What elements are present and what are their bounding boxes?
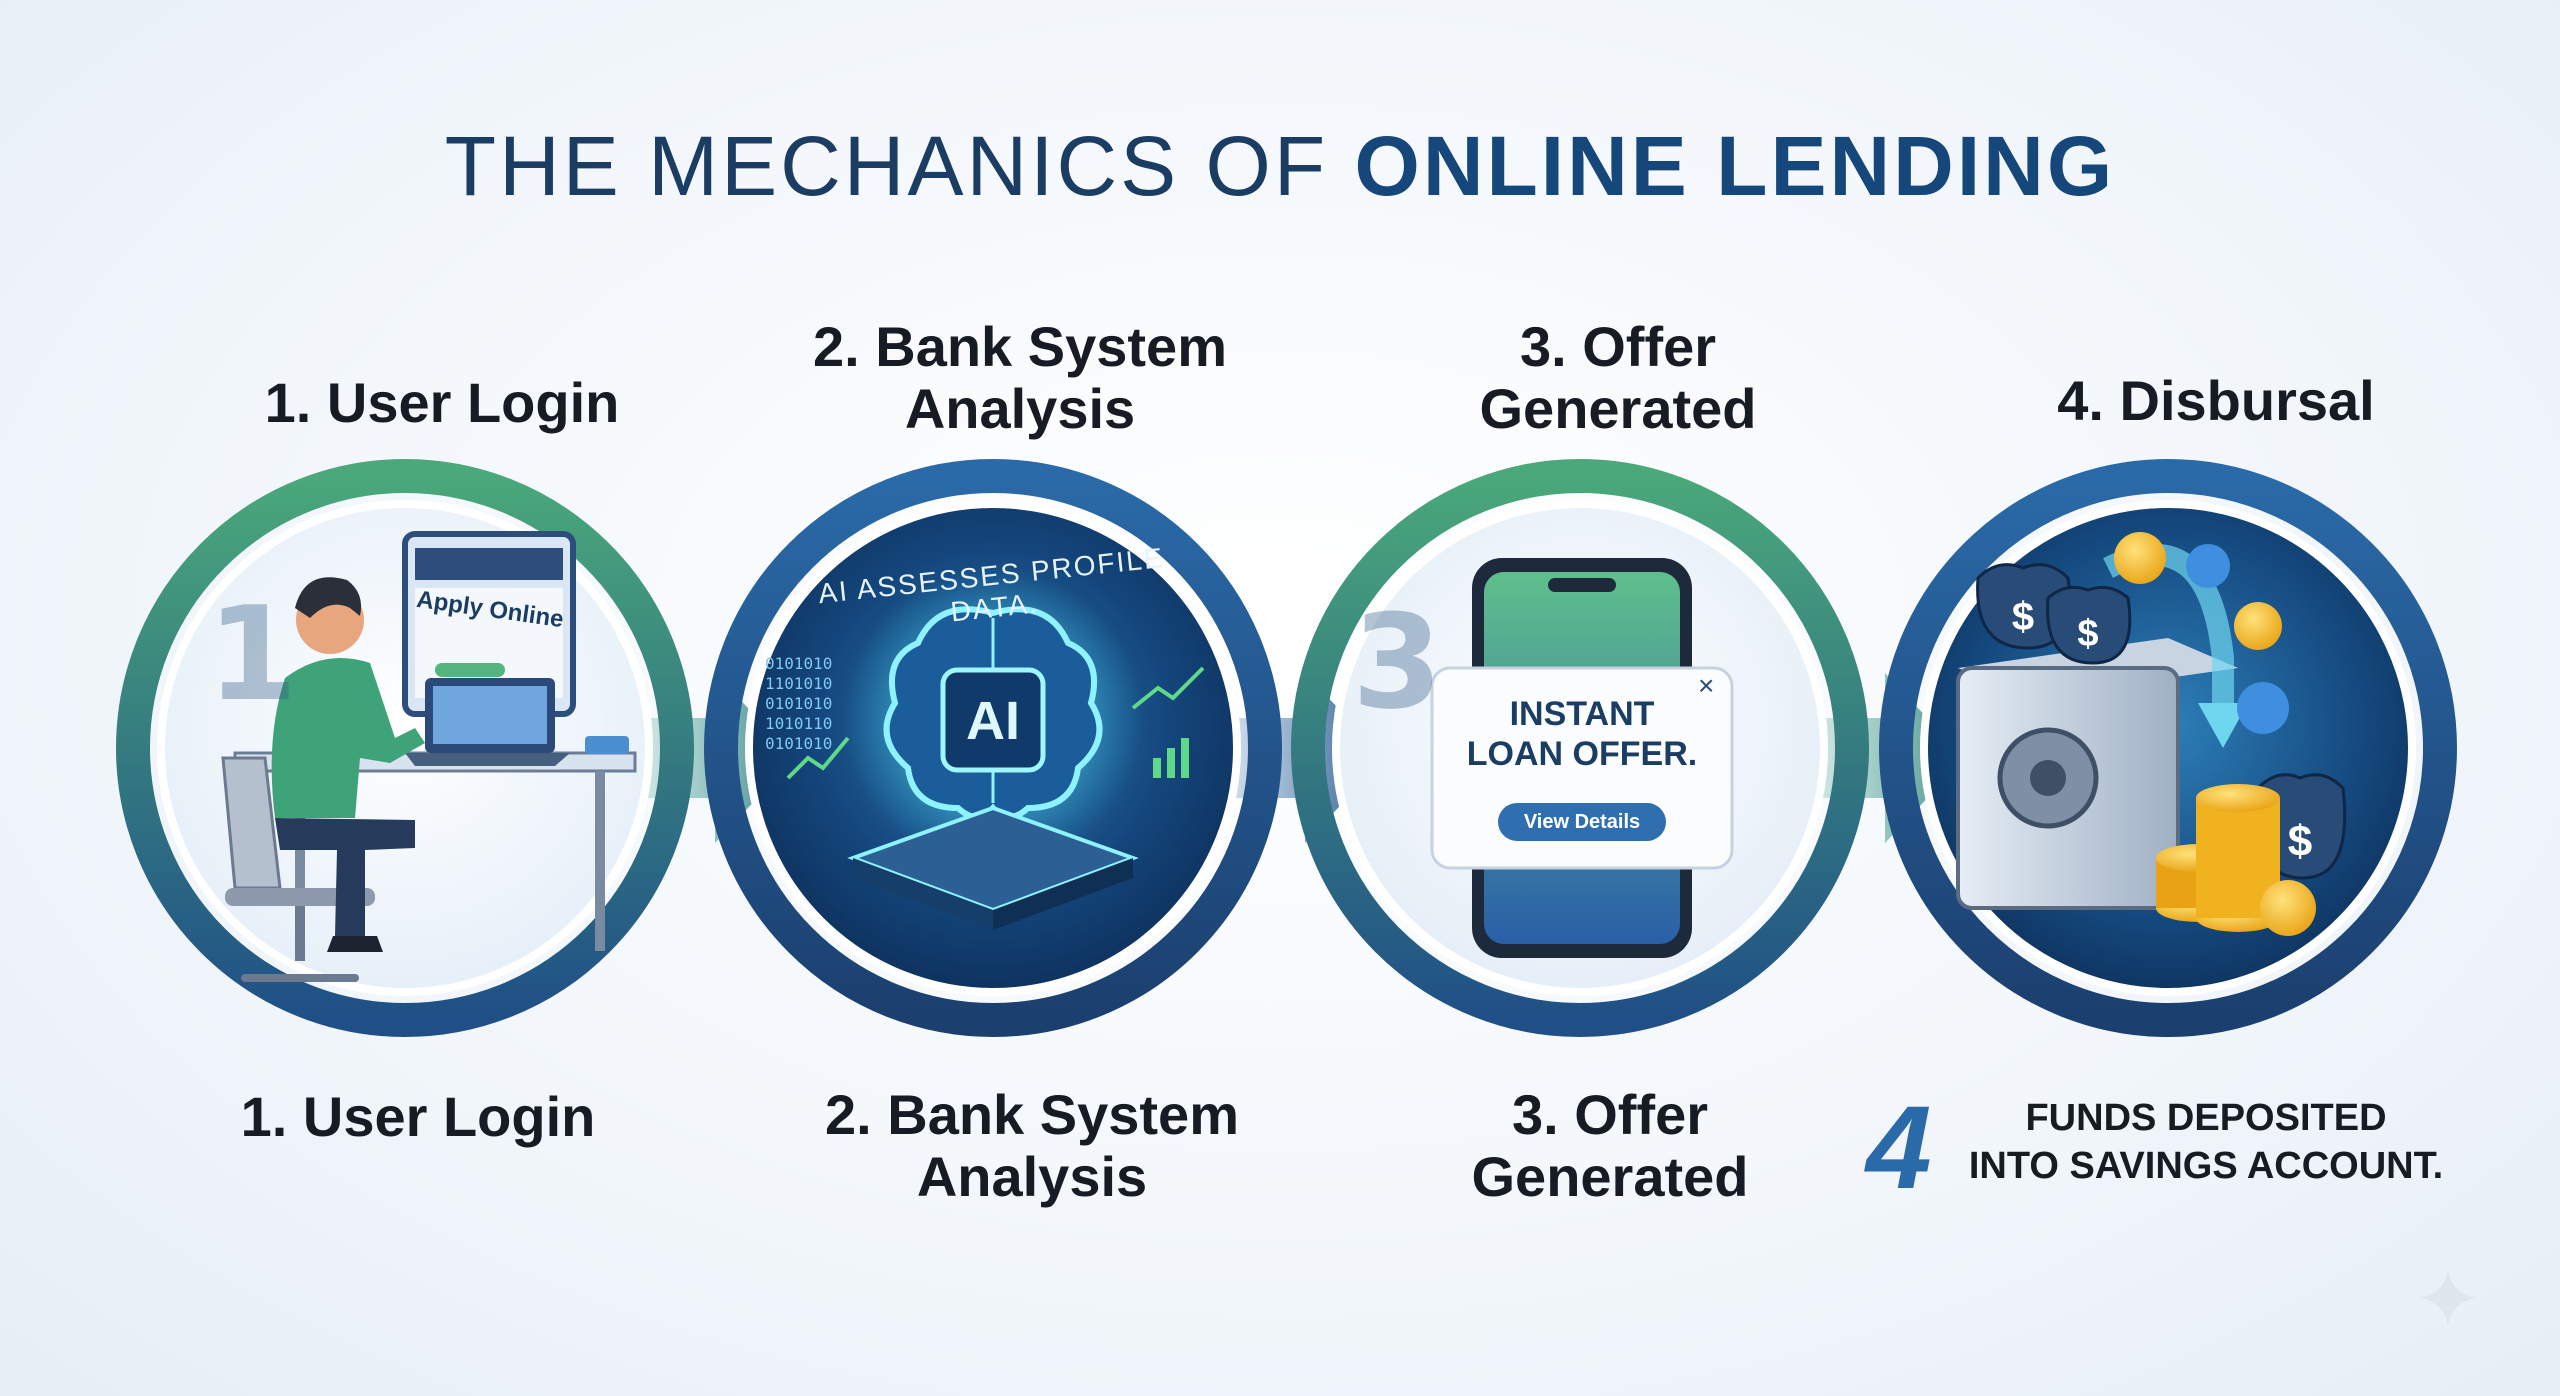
- step-1-ghost-number: 1: [207, 578, 298, 730]
- binary-line: 0101010: [765, 734, 833, 753]
- step-2-bottom-label: 2. Bank System Analysis: [732, 1084, 1332, 1208]
- step-1-bottom-label-line: 1. User Login: [240, 1085, 596, 1148]
- step-4-top-label: 4. Disbursal: [1916, 370, 2516, 432]
- step-3-top-label-line-2: Generated: [1479, 377, 1757, 440]
- binary-line: 0101010: [765, 694, 833, 713]
- binary-line: 0101010: [765, 654, 833, 673]
- sparkle-icon: [2420, 1270, 2476, 1326]
- step-1-circle: 1 Apply Online: [115, 458, 695, 1038]
- offer-popup-line-1: INSTANT: [1509, 695, 1655, 733]
- step-2-top-label: 2. Bank System Analysis: [720, 316, 1320, 440]
- step-3-bottom-label: 3. Offer Generated: [1310, 1084, 1910, 1208]
- step-2-bottom-label-line-2: Analysis: [916, 1145, 1148, 1208]
- step-3-circle: 3 × INSTANT LOAN OFFER. View Details: [1290, 458, 1870, 1038]
- offer-popup-title: INSTANT LOAN OFFER.: [1432, 694, 1732, 774]
- title-emphasis: ONLINE LENDING: [1354, 119, 2116, 213]
- step-4-bottom-text: FUNDS DEPOSITED INTO SAVINGS ACCOUNT.: [1946, 1094, 2466, 1190]
- arrow-3-to-4: [1790, 673, 1965, 843]
- binary-line: 1010110: [765, 714, 833, 733]
- step-3-ghost-number: 3: [1352, 586, 1443, 738]
- step-3-bottom-label-line-1: 3. Offer: [1511, 1083, 1709, 1146]
- step-1-bottom-label: 1. User Login: [118, 1086, 718, 1148]
- step-2-top-label-line-1: 2. Bank System: [813, 315, 1227, 378]
- step-4-circle: $ $ $: [1878, 458, 2458, 1038]
- title-prefix: THE MECHANICS OF: [444, 119, 1355, 213]
- step-2-circle: AI AI ASSESSES PROFILE DATA. 0101010 110…: [703, 458, 1283, 1038]
- offer-popup-line-2: LOAN OFFER.: [1466, 735, 1698, 773]
- svg-text:$: $: [2077, 613, 2098, 655]
- step-2-bottom-label-line-1: 2. Bank System: [825, 1083, 1239, 1146]
- step-4-top-label-line: 4. Disbursal: [2057, 369, 2375, 432]
- step-4-bottom-number: 4: [1866, 1082, 1932, 1214]
- view-details-button[interactable]: View Details: [1523, 811, 1641, 833]
- step-2-top-label-line-2: Analysis: [904, 377, 1136, 440]
- step-4-bottom-text-line-1: FUNDS DEPOSITED: [2025, 1097, 2387, 1139]
- step-1-top-label-line: 1. User Login: [264, 371, 620, 434]
- svg-text:$: $: [2012, 595, 2034, 639]
- step-3-top-label-line-1: 3. Offer: [1519, 315, 1717, 378]
- step-1-top-label: 1. User Login: [142, 372, 742, 434]
- offer-popup-close[interactable]: ×: [1698, 670, 1715, 701]
- ai-chip-label: AI: [966, 691, 1020, 751]
- step-3-bottom-label-line-2: Generated: [1471, 1145, 1749, 1208]
- step-3-top-label: 3. Offer Generated: [1318, 316, 1918, 440]
- page-title: THE MECHANICS OF ONLINE LENDING: [0, 118, 2560, 215]
- step-4-bottom-text-line-2: INTO SAVINGS ACCOUNT.: [1968, 1145, 2444, 1187]
- binary-line: 1101010: [765, 674, 833, 693]
- binary-data-column: 0101010 1101010 0101010 1010110 0101010: [765, 654, 832, 754]
- svg-text:$: $: [2288, 817, 2312, 866]
